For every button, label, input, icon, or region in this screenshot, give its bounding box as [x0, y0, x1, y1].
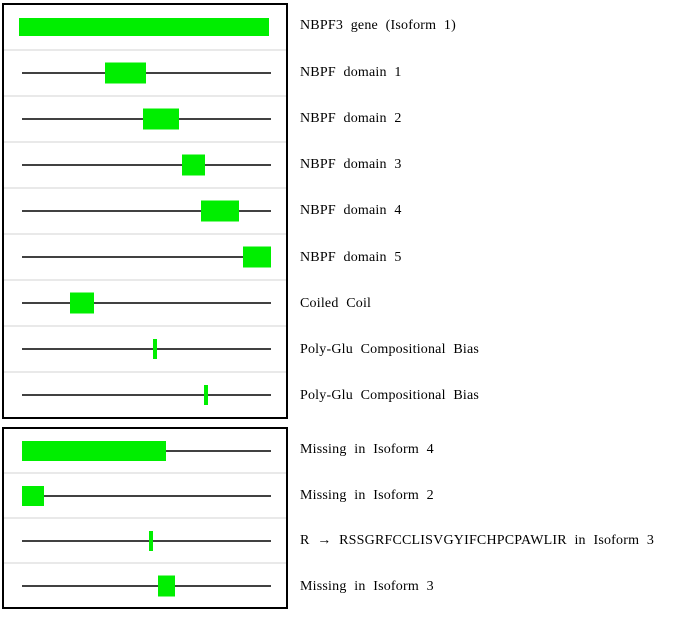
track-row-domain-5 [4, 233, 286, 279]
track-row-missing-isoform-3 [4, 562, 286, 607]
feature-label-row: Missing in Isoform 4 [300, 427, 676, 473]
domain-marker [70, 292, 94, 314]
feature-label: Poly-Glu Compositional Bias [300, 341, 480, 357]
feature-label: NBPF domain 4 [300, 203, 402, 219]
feature-label: R → RSSGRFCCLISVGYIFCHPCPAWLIR in Isofor… [300, 533, 655, 549]
track-row-polyglu-1 [4, 325, 286, 371]
feature-label-row: R → RSSGRFCCLISVGYIFCHPCPAWLIR in Isofor… [300, 518, 676, 564]
feature-label: Missing in Isoform 4 [300, 442, 434, 458]
site-tick-marker [153, 339, 157, 359]
protein-backbone-line [22, 302, 271, 304]
domain-marker [105, 62, 146, 84]
feature-label-row: Missing in Isoform 2 [300, 473, 676, 519]
domain-marker [201, 200, 239, 222]
feature-label-row: NBPF domain 1 [300, 49, 676, 95]
region-marker [22, 485, 44, 506]
feature-label-row: Poly-Glu Compositional Bias [300, 373, 676, 419]
track-row-gene [4, 5, 286, 49]
feature-label: NBPF3 gene (Isoform 1) [300, 18, 456, 34]
track-row-missing-isoform-2 [4, 472, 286, 517]
protein-backbone-line [22, 494, 271, 497]
protein-backbone-line [22, 584, 271, 587]
feature-panel-main [2, 3, 288, 419]
track-row-domain-3 [4, 141, 286, 187]
track-row-domain-2 [4, 95, 286, 141]
feature-label-row: NBPF domain 3 [300, 142, 676, 188]
feature-label: Poly-Glu Compositional Bias [300, 388, 480, 404]
feature-label-row: Missing in Isoform 3 [300, 564, 676, 610]
feature-label: NBPF domain 5 [300, 249, 402, 265]
track-row-domain-1 [4, 49, 286, 95]
feature-label-row: Poly-Glu Compositional Bias [300, 327, 676, 373]
feature-label-row: NBPF domain 2 [300, 95, 676, 141]
protein-backbone-line [22, 348, 271, 350]
feature-label-row: Coiled Coil [300, 280, 676, 326]
track-row-polyglu-2 [4, 371, 286, 417]
track-panels-column [2, 3, 288, 609]
feature-label-row: NBPF3 gene (Isoform 1) [300, 3, 676, 49]
feature-label: Missing in Isoform 2 [300, 487, 434, 503]
feature-label: NBPF domain 1 [300, 64, 402, 80]
feature-labels-column: NBPF3 gene (Isoform 1) NBPF domain 1 NBP… [300, 0, 676, 609]
protein-backbone-line [22, 164, 271, 166]
gene-bar [19, 18, 269, 36]
track-row-missing-isoform-4 [4, 429, 286, 472]
domain-marker [143, 108, 179, 130]
feature-label: Missing in Isoform 3 [300, 578, 434, 594]
protein-backbone-line [22, 539, 271, 542]
feature-label: NBPF domain 2 [300, 110, 402, 126]
site-tick-marker [149, 530, 153, 551]
protein-backbone-line [22, 72, 271, 74]
track-row-coiled-coil [4, 279, 286, 325]
label-block-isoforms: Missing in Isoform 4 Missing in Isoform … [300, 427, 676, 609]
domain-marker [182, 154, 205, 176]
domain-marker [243, 246, 271, 268]
protein-backbone-line [22, 256, 271, 258]
feature-panel-isoforms [2, 427, 288, 609]
feature-label: NBPF domain 3 [300, 157, 402, 173]
track-row-substitution-isoform-3 [4, 517, 286, 562]
region-marker [158, 575, 175, 596]
feature-label: Coiled Coil [300, 295, 372, 311]
feature-label-row: NBPF domain 4 [300, 188, 676, 234]
track-row-domain-4 [4, 187, 286, 233]
feature-label-row: NBPF domain 5 [300, 234, 676, 280]
region-marker [22, 440, 166, 461]
protein-backbone-line [22, 394, 271, 396]
label-block-main: NBPF3 gene (Isoform 1) NBPF domain 1 NBP… [300, 3, 676, 419]
protein-backbone-line [22, 210, 271, 212]
site-tick-marker [204, 385, 208, 405]
